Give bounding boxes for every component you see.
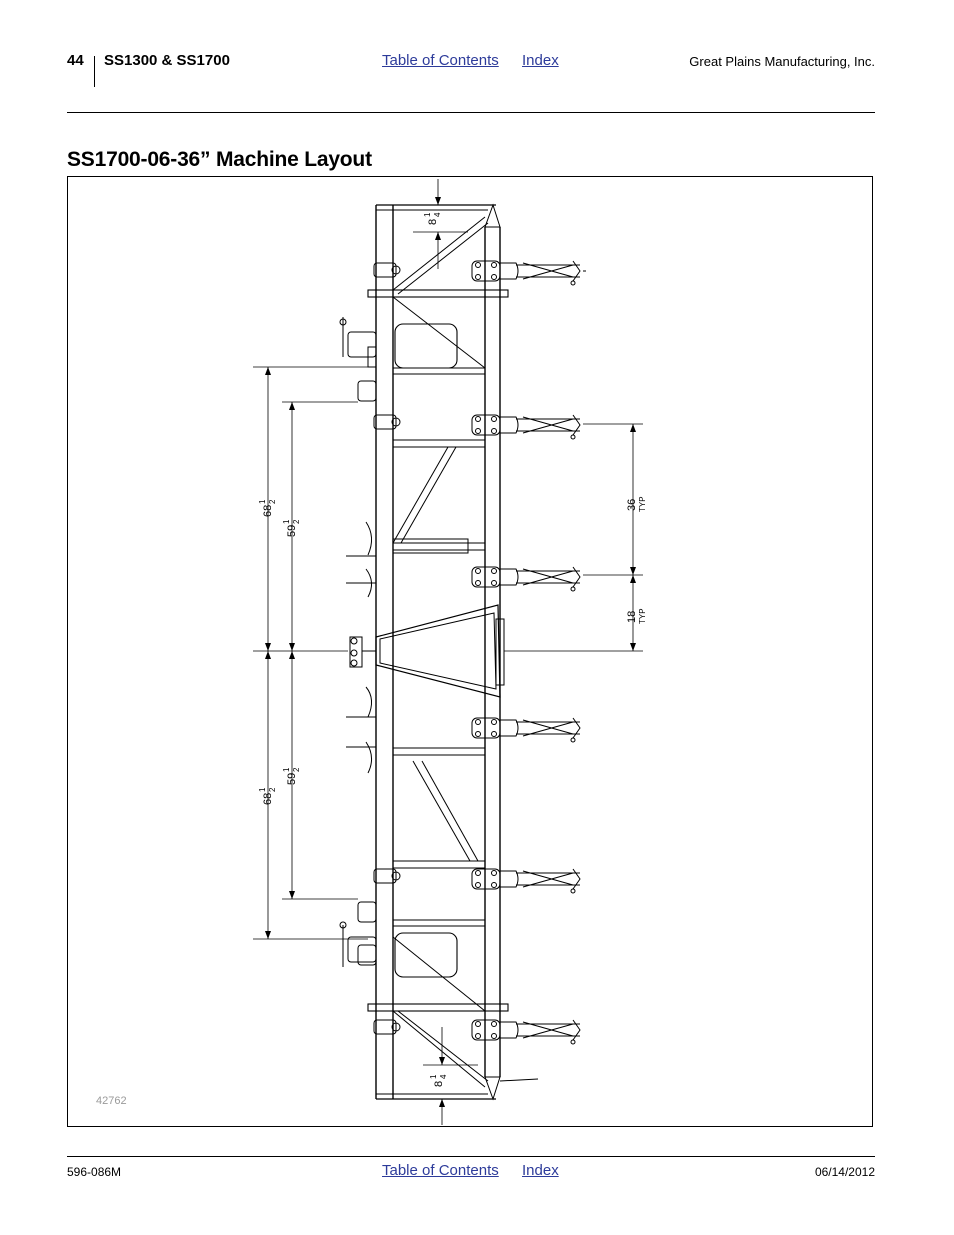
svg-text:1: 1	[258, 499, 267, 504]
dim-outer-span-upper: 68 1 2	[258, 499, 277, 517]
dim-row-spacing: 36 TYP	[626, 496, 647, 512]
document-number: 596-086M	[67, 1165, 122, 1179]
svg-text:2: 2	[292, 767, 301, 772]
row-units	[373, 260, 586, 1045]
footer-toc-link[interactable]: Table of Contents	[382, 1162, 499, 1179]
svg-text:8: 8	[427, 219, 439, 225]
left-wheel-assemblies	[339, 317, 469, 978]
footer-index-link[interactable]: Index	[522, 1162, 559, 1179]
header-divider	[94, 56, 95, 87]
rail-end-points	[484, 203, 539, 1101]
svg-text:1: 1	[258, 787, 267, 792]
machine-layout-drawing: 8 1 4 8 1 4 68 1 2 59 1 2 68 1 2 59 1 2	[253, 179, 647, 1125]
svg-text:18: 18	[626, 611, 638, 623]
svg-text:4: 4	[433, 212, 442, 217]
svg-text:36: 36	[626, 499, 638, 511]
footer-rule	[67, 1156, 875, 1157]
svg-text:59: 59	[286, 525, 298, 537]
machine-layout-figure: 8 1 4 8 1 4 68 1 2 59 1 2 68 1 2 59 1 2	[67, 176, 873, 1127]
svg-text:1: 1	[282, 767, 291, 772]
header-toc-link[interactable]: Table of Contents	[382, 52, 499, 69]
manual-model: SS1300 & SS1700	[104, 52, 230, 69]
svg-text:2: 2	[268, 499, 277, 504]
dim-bottom-offset: 8 1 4	[429, 1074, 448, 1087]
header-rule	[67, 112, 875, 113]
svg-text:1: 1	[282, 519, 291, 524]
diagonal-braces	[392, 216, 489, 1088]
hitch-assembly	[349, 604, 505, 698]
company-name: Great Plains Manufacturing, Inc.	[689, 54, 875, 69]
svg-text:1: 1	[429, 1074, 438, 1079]
dim-half-spacing: 18 TYP	[626, 608, 647, 624]
dim-inner-span-lower: 59 1 2	[282, 767, 301, 785]
cross-members	[367, 289, 509, 1012]
page-number: 44	[67, 52, 84, 69]
figure-number: 42762	[96, 1095, 127, 1107]
svg-text:68: 68	[262, 793, 274, 805]
svg-text:59: 59	[286, 773, 298, 785]
dim-outer-span-lower: 68 1 2	[258, 787, 277, 805]
svg-text:TYP: TYP	[638, 496, 647, 512]
dim-top-offset: 8 1 4	[423, 212, 442, 225]
header-index-link[interactable]: Index	[522, 52, 559, 69]
svg-text:68: 68	[262, 505, 274, 517]
svg-text:2: 2	[292, 519, 301, 524]
svg-text:4: 4	[439, 1074, 448, 1079]
dimension-lines	[253, 179, 643, 1125]
svg-text:8: 8	[433, 1081, 445, 1087]
dimension-arrows	[265, 197, 636, 1107]
svg-text:TYP: TYP	[638, 608, 647, 624]
svg-text:2: 2	[268, 787, 277, 792]
section-title: SS1700-06-36” Machine Layout	[67, 148, 372, 171]
dim-inner-span-upper: 59 1 2	[282, 519, 301, 537]
revision-date: 06/14/2012	[814, 1165, 875, 1179]
svg-text:1: 1	[423, 212, 432, 217]
